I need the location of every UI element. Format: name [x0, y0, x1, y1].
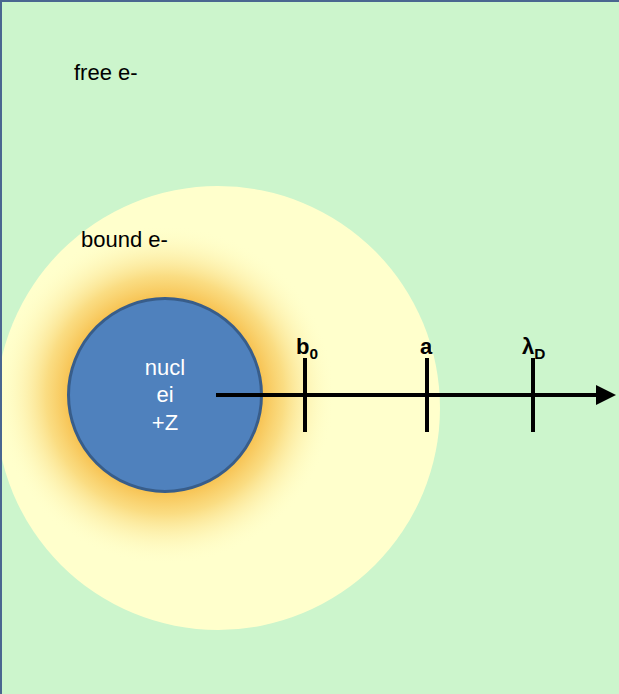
bound-region-fill: [0, 186, 440, 630]
tick-mark: [531, 358, 535, 432]
bound-electron-region: bound e-nucl ei +Z: [0, 186, 440, 630]
region-label: bound e-: [81, 226, 168, 254]
axis-arrow: [216, 393, 600, 397]
tick-mark: [303, 358, 307, 432]
radius-label: b0: [296, 334, 318, 360]
nucleus-text: nucl ei +Z: [145, 354, 185, 437]
radius-label: λD: [522, 334, 545, 360]
tick-mark: [425, 358, 429, 432]
radius-label: a: [420, 334, 432, 360]
region-label: free e-: [74, 60, 138, 86]
